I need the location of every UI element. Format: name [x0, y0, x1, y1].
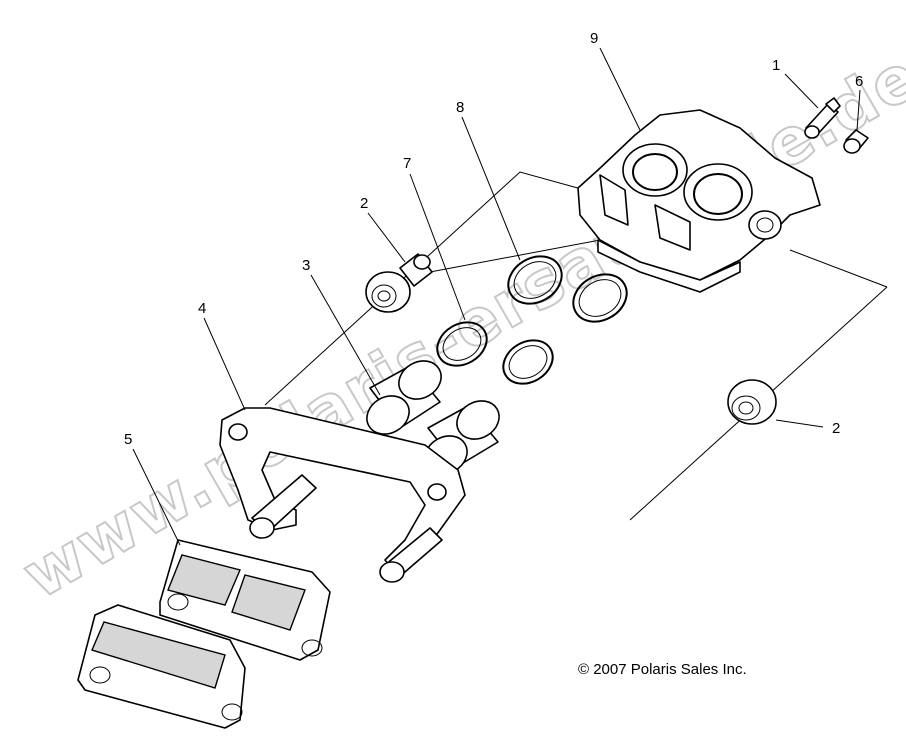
callout-labels: 1 6 9 8 7 2 3 4 5 2 — [124, 30, 863, 448]
callout-8: 8 — [456, 99, 464, 116]
callout-9: 9 — [590, 30, 598, 47]
bushing-lower — [727, 379, 777, 425]
brake-pad-inner — [159, 539, 331, 661]
copyright-notice: © 2007 Polaris Sales Inc. — [578, 661, 747, 678]
leader-lines — [132, 47, 861, 546]
callout-5: 5 — [124, 431, 132, 448]
caliper-bracket — [219, 407, 466, 583]
inner-seals — [436, 321, 554, 385]
callout-3: 3 — [302, 257, 310, 274]
caliper-body — [577, 109, 821, 293]
outer-seals — [507, 255, 628, 323]
callout-2-upper: 2 — [360, 195, 368, 212]
callout-6: 6 — [855, 73, 863, 90]
pin-bushing-upper — [365, 253, 433, 313]
bleeder-valve — [804, 97, 841, 139]
callout-4: 4 — [198, 300, 206, 317]
brake-pad-outer — [77, 604, 246, 729]
bleeder-cap — [843, 129, 869, 154]
watermark: www.polaris-ersatzteile.de — [11, 39, 906, 614]
callout-1: 1 — [772, 57, 780, 74]
callout-2-lower: 2 — [832, 420, 840, 437]
callout-7: 7 — [403, 155, 411, 172]
